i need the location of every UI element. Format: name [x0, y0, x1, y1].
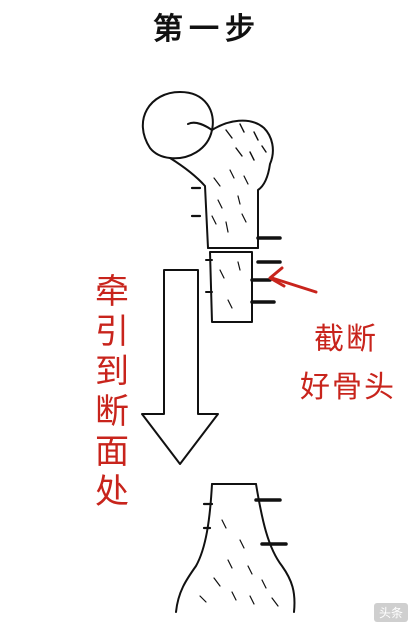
traction-label-char: 到	[95, 352, 129, 392]
traction-label: 牵 引 到 断 面 处	[92, 272, 132, 512]
lower-femur	[175, 483, 296, 613]
traction-label-char: 引	[95, 312, 129, 352]
traction-label-char: 断	[95, 392, 129, 432]
down-arrow-icon	[141, 269, 219, 465]
cut-label-line2: 好骨头	[300, 370, 396, 405]
watermark: 头条	[373, 603, 408, 622]
pointer-arrow-icon	[268, 266, 318, 294]
page-title: 第一步	[153, 12, 261, 47]
cut-bone-segment	[205, 251, 276, 323]
traction-label-char: 面	[95, 432, 129, 472]
traction-label-char: 牵	[95, 272, 129, 312]
upper-femur	[141, 91, 282, 264]
cut-label-line1: 截断	[314, 322, 378, 357]
traction-label-char: 处	[95, 472, 129, 512]
